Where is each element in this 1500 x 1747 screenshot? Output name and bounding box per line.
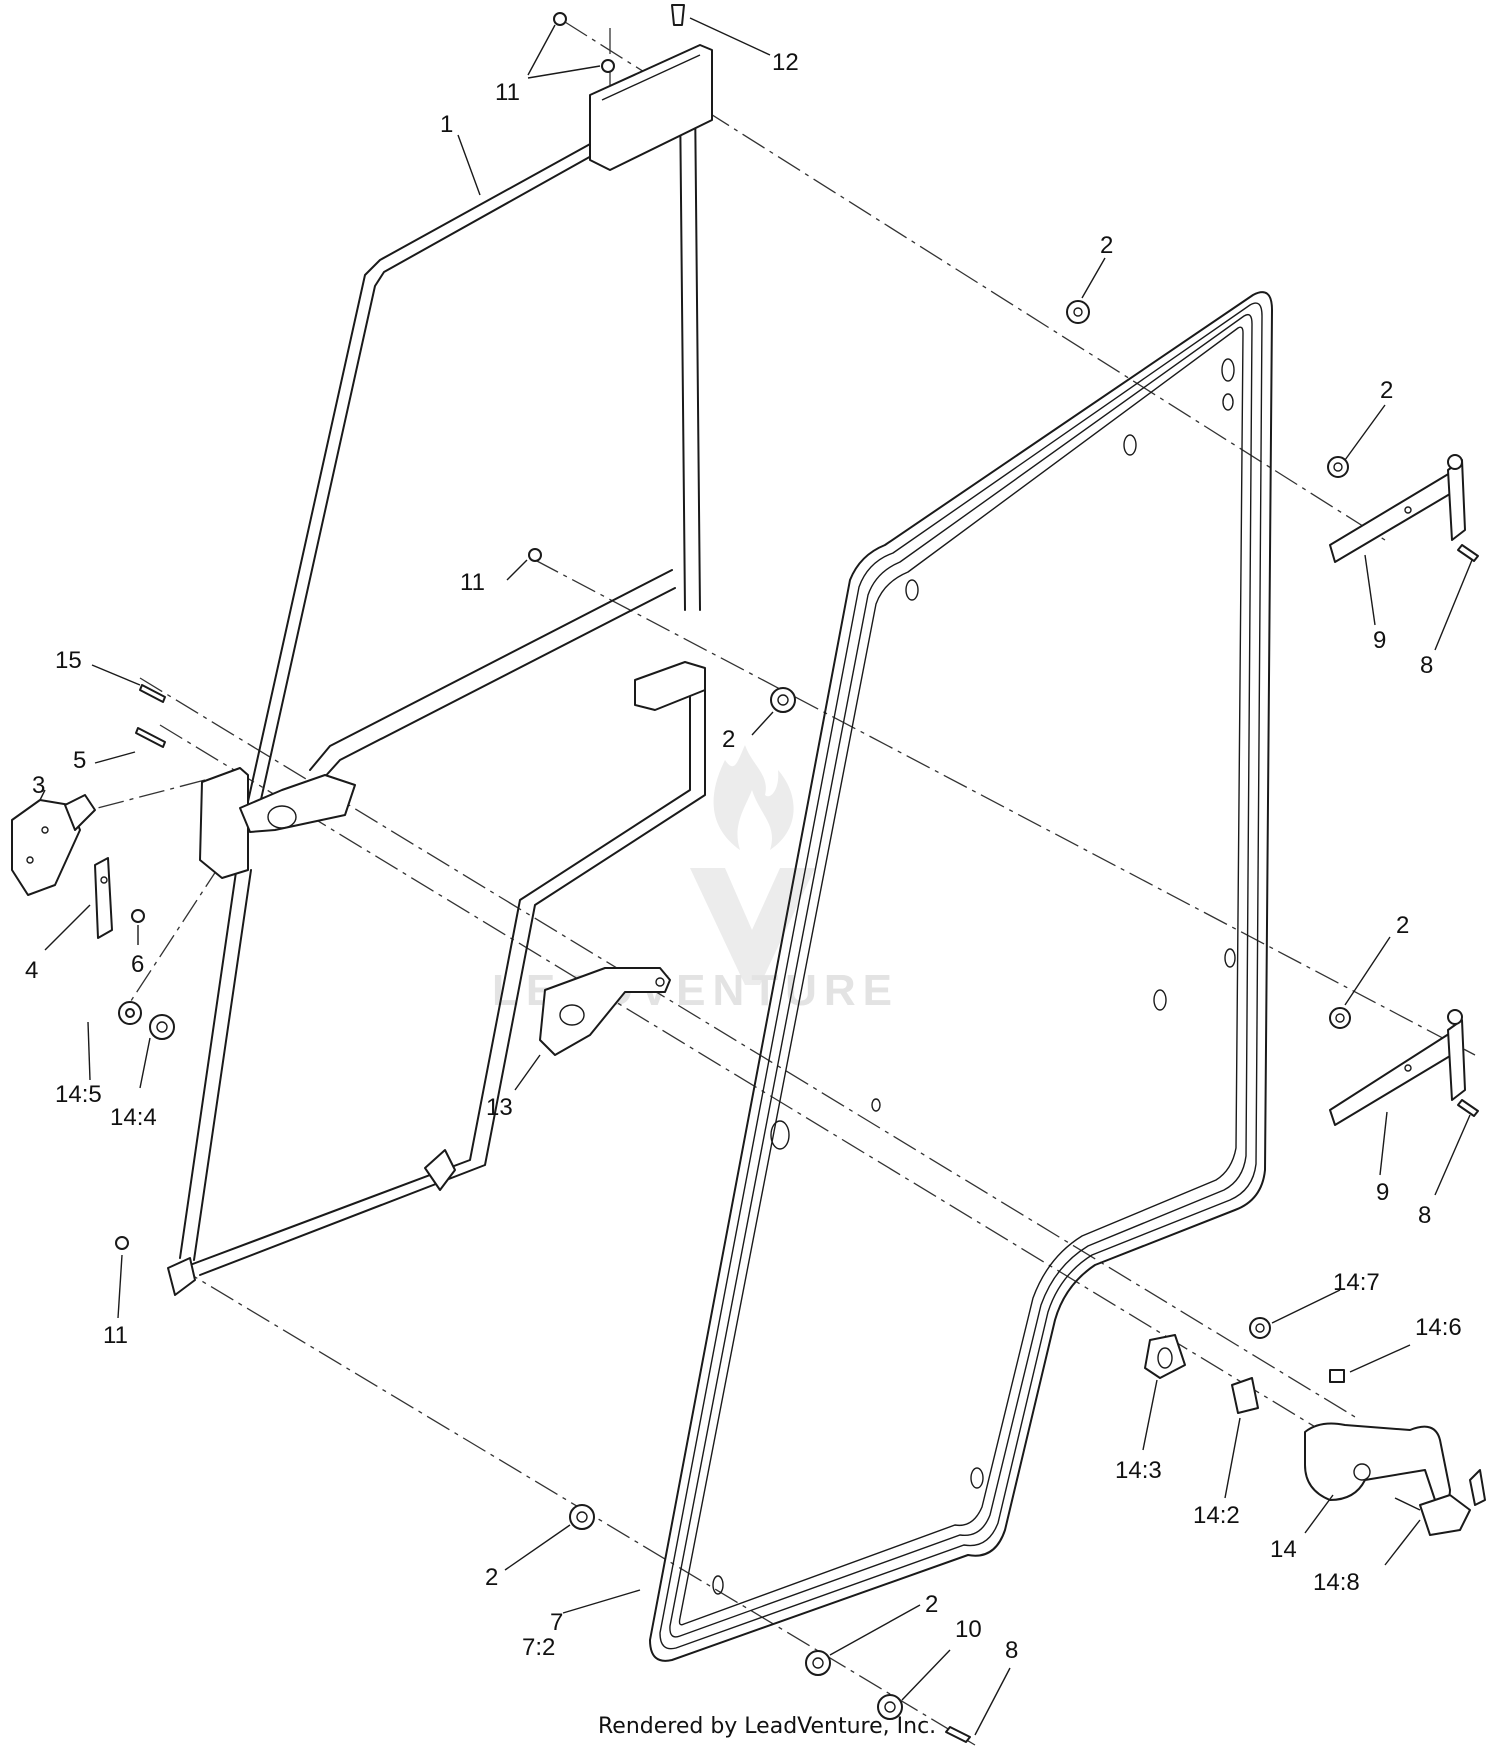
callout-2-right-lower: 2: [1396, 912, 1409, 939]
callout-12: 12: [772, 49, 799, 76]
callout-8-lower: 8: [1418, 1202, 1431, 1229]
callout-14: 14: [1270, 1536, 1297, 1563]
callout-11-top: 11: [495, 79, 520, 106]
callout-2-right-upper: 2: [1380, 377, 1393, 404]
leadventure-watermark: LEADVENTURE: [492, 745, 892, 1015]
callout-7: 7: [550, 1609, 563, 1636]
callout-1: 1: [440, 111, 453, 138]
callout-11-mid: 11: [460, 569, 485, 596]
hinge-bracket-upper: [1329, 454, 1466, 563]
callout-labels: 11 12 1 2 2 11 9 8 15 5 2 3 4 6 2 14:5 1…: [25, 49, 1462, 1664]
strike-plate: [539, 967, 671, 1056]
callout-14-5: 14:5: [55, 1081, 102, 1108]
callout-9-upper: 9: [1373, 627, 1386, 654]
callout-14-7: 14:7: [1333, 1269, 1380, 1296]
callout-2-bottom: 2: [925, 1591, 938, 1618]
callout-9-lower: 9: [1376, 1179, 1389, 1206]
footer-credit: Rendered by LeadVenture, Inc.: [598, 1714, 936, 1739]
callout-11-bottom: 11: [103, 1322, 128, 1349]
callout-2-bottom-left: 2: [485, 1564, 498, 1591]
callout-6: 6: [131, 951, 144, 978]
callout-5: 5: [73, 747, 86, 774]
callout-15: 15: [55, 647, 82, 674]
callout-14-3: 14:3: [1115, 1457, 1162, 1484]
callout-2-top: 2: [1100, 232, 1113, 259]
door-frame: [167, 44, 713, 1296]
callout-2-mid: 2: [722, 726, 735, 753]
callout-8-bottom: 8: [1005, 1637, 1018, 1664]
callout-7-2: 7:2: [522, 1634, 555, 1661]
callout-10: 10: [955, 1616, 982, 1643]
callout-14-2: 14:2: [1193, 1502, 1240, 1529]
callout-14-8: 14:8: [1313, 1569, 1360, 1596]
callout-14-6: 14:6: [1415, 1314, 1462, 1341]
callout-13: 13: [486, 1094, 513, 1121]
callout-3: 3: [32, 772, 45, 799]
washers-and-hardware: [115, 4, 1479, 1743]
door-handle: [1304, 1422, 1451, 1503]
handle-key-pin: [1394, 1469, 1486, 1536]
callout-4: 4: [25, 957, 38, 984]
door-glass: [649, 291, 1273, 1662]
latch-assembly: [11, 794, 96, 896]
hinge-bracket-lower: [1329, 1009, 1466, 1126]
callout-14-4: 14:4: [110, 1104, 157, 1131]
latch-plate: [94, 857, 113, 939]
callout-leaders: [39, 17, 1473, 1736]
callout-8-upper: 8: [1420, 652, 1433, 679]
